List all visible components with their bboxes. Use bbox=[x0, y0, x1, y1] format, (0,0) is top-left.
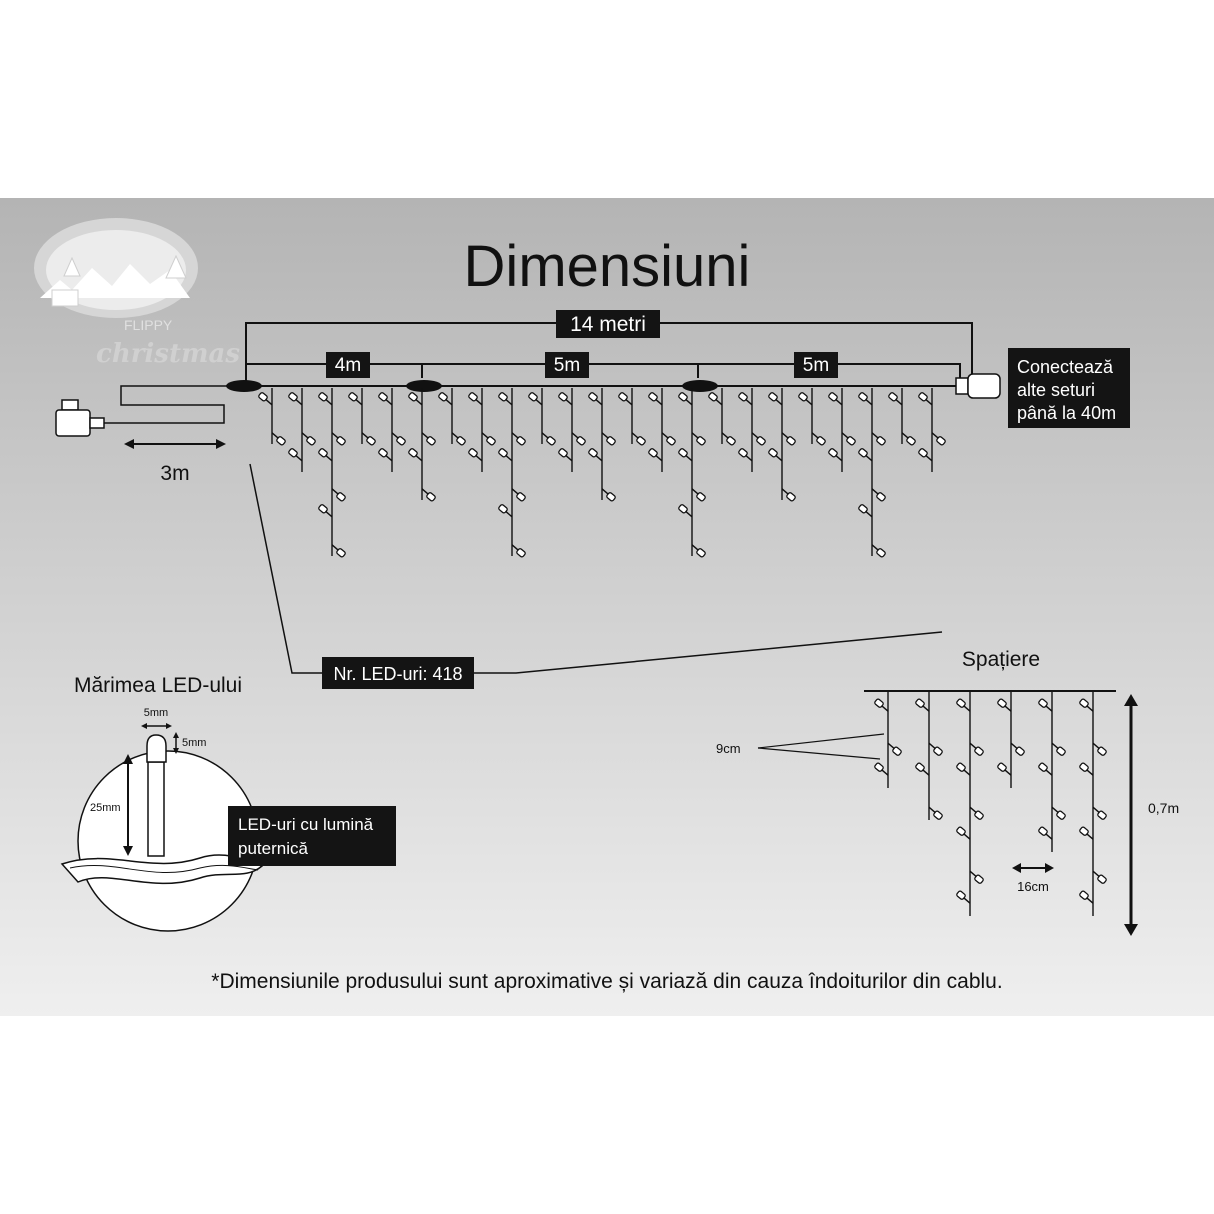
led-count-callout: Nr. LED-uri: 418 bbox=[249, 463, 943, 689]
icicle-3 bbox=[347, 388, 377, 447]
spacing-detail bbox=[864, 690, 1116, 916]
icicle-2 bbox=[317, 388, 347, 559]
icicle-14 bbox=[677, 388, 707, 559]
icicle-15 bbox=[707, 388, 737, 447]
icicle-0 bbox=[257, 388, 287, 447]
connect-note-box: Conectează alte seturi până la 40m bbox=[1008, 348, 1130, 428]
icicle-11 bbox=[587, 388, 617, 503]
icicle-17 bbox=[767, 388, 797, 503]
icicle-21 bbox=[887, 388, 917, 447]
icicle-4 bbox=[377, 388, 407, 472]
icicle-19 bbox=[827, 388, 857, 472]
icicle-12 bbox=[617, 388, 647, 447]
led-note-line2: puternică bbox=[238, 839, 308, 858]
segment1-label: 4m bbox=[335, 355, 361, 376]
segment-brackets: 4m 5m 5m bbox=[245, 352, 961, 380]
icicle-6 bbox=[437, 388, 467, 447]
led-height-label: 5mm bbox=[182, 737, 206, 749]
connector-1 bbox=[226, 380, 262, 392]
connect-note-line3: până la 40m bbox=[1017, 403, 1116, 423]
end-connector bbox=[955, 373, 1001, 399]
brand-line2: christmas bbox=[96, 339, 240, 369]
spacing-drop-5 bbox=[1078, 692, 1108, 916]
page-title: Dimensiuni bbox=[464, 234, 751, 299]
spacing-drop-3 bbox=[996, 692, 1026, 788]
spacing-horizontal-arrow bbox=[1012, 863, 1054, 873]
led-length-label: 25mm bbox=[90, 802, 121, 814]
icicle-1 bbox=[287, 388, 317, 472]
spacing-drop-2 bbox=[955, 692, 985, 916]
dimension-diagram: FLIPPY christmas Dimensiuni 14 metri 4m … bbox=[34, 218, 1179, 993]
spacing-horizontal-label: 16cm bbox=[1017, 879, 1049, 894]
icicle-13 bbox=[647, 388, 677, 472]
icicle-7 bbox=[467, 388, 497, 472]
connector-2 bbox=[406, 380, 442, 392]
spacing-vertical-callout bbox=[757, 733, 885, 760]
segment2-label: 5m bbox=[554, 355, 580, 376]
led-note-line1: LED-uri cu lumină bbox=[238, 815, 374, 834]
segment3-label: 5m bbox=[803, 355, 829, 376]
drop-height-label: 0,7m bbox=[1148, 800, 1179, 816]
connector-3 bbox=[682, 380, 718, 392]
icicle-20 bbox=[857, 388, 887, 559]
icicle-16 bbox=[737, 388, 767, 472]
total-length-bracket: 14 metri bbox=[245, 310, 973, 383]
spacing-drop-1 bbox=[914, 692, 944, 821]
icicle-18 bbox=[797, 388, 827, 447]
lead-length-arrow bbox=[124, 439, 226, 449]
icicle-9 bbox=[527, 388, 557, 447]
spacing-vertical-label: 9cm bbox=[716, 741, 741, 756]
icicle-5 bbox=[407, 388, 437, 503]
footnote: *Dimensiunile produsului sunt aproximati… bbox=[211, 970, 1002, 993]
led-size-heading: Mărimea LED-ului bbox=[74, 674, 242, 697]
diagram-panel: FLIPPY christmas Dimensiuni 14 metri 4m … bbox=[0, 198, 1214, 1016]
lead-length-label: 3m bbox=[160, 462, 189, 485]
icicle-10 bbox=[557, 388, 587, 472]
spacing-heading: Spațiere bbox=[962, 648, 1040, 671]
connect-note-line2: alte seturi bbox=[1017, 380, 1095, 400]
brand-logo: FLIPPY christmas bbox=[34, 218, 240, 369]
connect-note-line1: Conectează bbox=[1017, 357, 1114, 377]
drop-height-arrow bbox=[1124, 694, 1138, 936]
spacing-drop-4 bbox=[1037, 692, 1067, 852]
total-length-label: 14 metri bbox=[570, 313, 646, 336]
led-width-label: 5mm bbox=[144, 707, 168, 719]
icicle-drops bbox=[257, 388, 947, 559]
brand-line1: FLIPPY bbox=[124, 317, 173, 333]
icicle-22 bbox=[917, 388, 947, 472]
power-adapter bbox=[55, 385, 232, 437]
icicle-8 bbox=[497, 388, 527, 559]
led-size-detail bbox=[60, 723, 264, 932]
led-count-label: Nr. LED-uri: 418 bbox=[333, 664, 462, 684]
spacing-drop-0 bbox=[873, 692, 903, 788]
led-note-box: LED-uri cu lumină puternică bbox=[228, 806, 396, 866]
